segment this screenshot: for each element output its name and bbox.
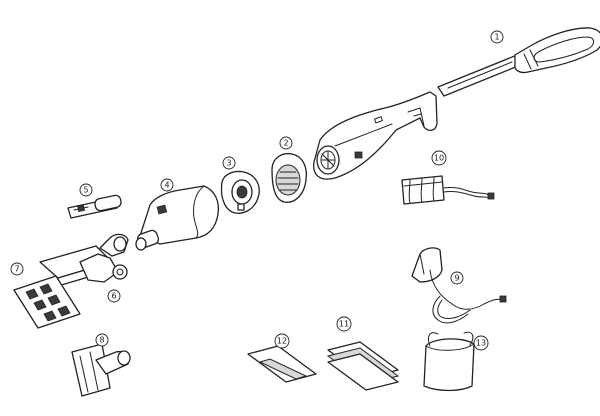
- callout-8: 8: [95, 333, 109, 347]
- part-cyclone: [220, 170, 260, 214]
- part-pads-stack: [326, 341, 400, 391]
- part-brush-nozzle: [71, 343, 131, 397]
- part-storage-bag: [423, 331, 475, 392]
- callout-3: 3: [222, 156, 236, 170]
- svg-text:9: 9: [454, 274, 459, 283]
- svg-text:8: 8: [99, 336, 104, 345]
- svg-text:1: 1: [494, 33, 499, 42]
- callout-11: 11: [336, 316, 352, 332]
- callout-2: 2: [279, 136, 293, 150]
- part-dust-bin: [135, 185, 220, 251]
- svg-text:10: 10: [434, 154, 444, 163]
- callout-12: 12: [274, 333, 290, 349]
- callout-1: 1: [490, 30, 504, 44]
- part-single-pad: [247, 345, 317, 383]
- svg-text:4: 4: [164, 181, 169, 190]
- part-filter: [271, 152, 308, 203]
- svg-text:5: 5: [83, 186, 88, 195]
- part-floor-nozzle: [39, 233, 129, 287]
- callout-5: 5: [79, 183, 93, 197]
- svg-text:6: 6: [111, 292, 116, 301]
- svg-text:7: 7: [14, 265, 19, 274]
- callout-9: 9: [450, 271, 464, 285]
- callout-4: 4: [160, 178, 174, 192]
- svg-text:11: 11: [339, 320, 349, 329]
- part-crevice-tool: [67, 194, 122, 219]
- part-main-body: [313, 91, 438, 180]
- svg-text:3: 3: [226, 159, 231, 168]
- part-battery: [401, 175, 495, 205]
- callout-7: 7: [10, 262, 24, 276]
- part-handle-tube: [437, 27, 600, 97]
- callout-13: 13: [473, 335, 489, 351]
- part-charger: [411, 247, 507, 324]
- svg-text:2: 2: [283, 139, 288, 148]
- part-pad: [13, 275, 81, 329]
- callout-10: 10: [431, 150, 447, 166]
- svg-text:13: 13: [476, 339, 486, 348]
- callout-6: 6: [107, 289, 121, 303]
- svg-text:12: 12: [277, 337, 287, 346]
